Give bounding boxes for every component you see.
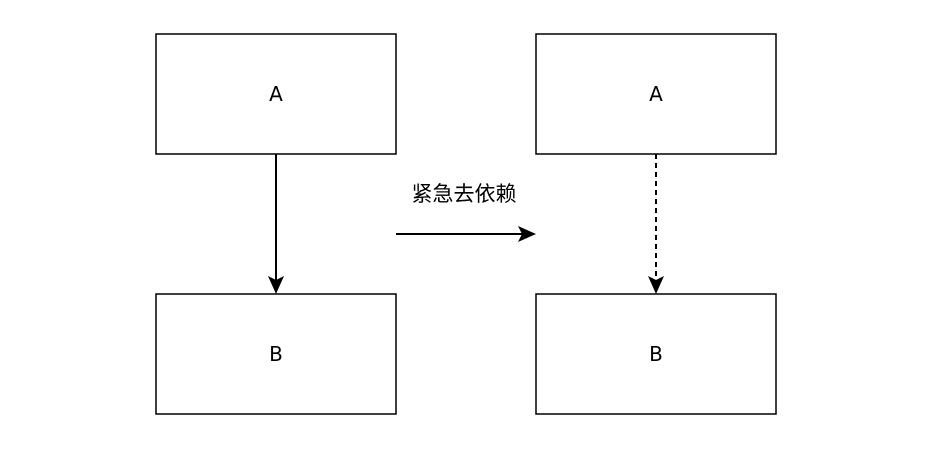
right-node-b: B (535, 293, 777, 415)
left-edge-a-to-b (268, 154, 284, 294)
left-edge-arrowhead (268, 276, 284, 294)
right-edge-a-to-b (648, 154, 664, 294)
left-node-b-label: B (269, 342, 283, 366)
left-group: A B (155, 33, 397, 415)
right-node-a: A (535, 33, 777, 155)
right-group: A B (535, 33, 777, 415)
transition-arrowhead (518, 226, 536, 242)
left-node-a-label: A (269, 82, 283, 106)
right-node-a-label: A (649, 82, 663, 106)
right-node-b-label: B (649, 342, 663, 366)
right-edge-arrowhead (648, 276, 664, 294)
left-node-b: B (155, 293, 397, 415)
transition-label: 紧急去依赖 (412, 182, 517, 206)
left-node-a: A (155, 33, 397, 155)
transition: 紧急去依赖 (396, 182, 536, 242)
